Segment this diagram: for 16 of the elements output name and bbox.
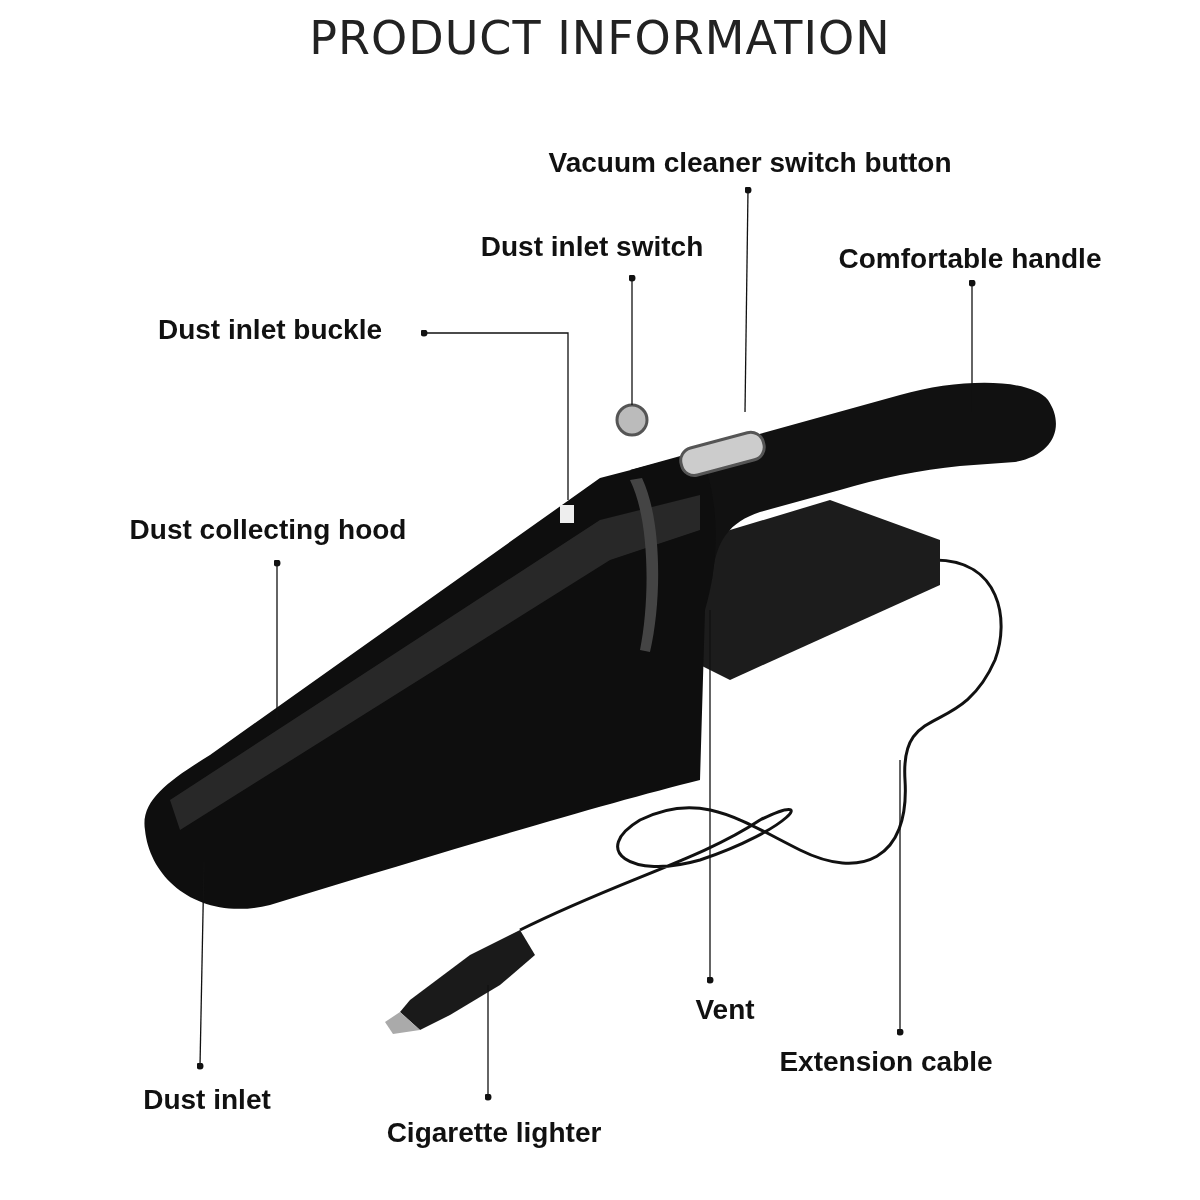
part-label: Dust inlet switch <box>480 230 704 264</box>
part-label: Comfortable handle <box>838 242 1102 276</box>
part-label: Cigarette lighter <box>386 1116 602 1150</box>
leader-line <box>744 186 752 413</box>
title: PRODUCT INFORMATION <box>308 10 892 67</box>
part-label: Dust collecting hood <box>129 513 407 547</box>
part-label: Dust inlet <box>143 1083 271 1117</box>
leader-line <box>706 609 714 984</box>
part-label: Extension cable <box>779 1045 993 1079</box>
leader-line <box>420 329 569 501</box>
leader-line <box>484 984 492 1101</box>
part-label: Dust inlet buckle <box>158 313 382 347</box>
leader-line <box>628 274 636 406</box>
part-label: Vacuum cleaner switch button <box>548 146 952 180</box>
part-label: Vent <box>695 993 755 1027</box>
leader-line <box>896 759 904 1036</box>
